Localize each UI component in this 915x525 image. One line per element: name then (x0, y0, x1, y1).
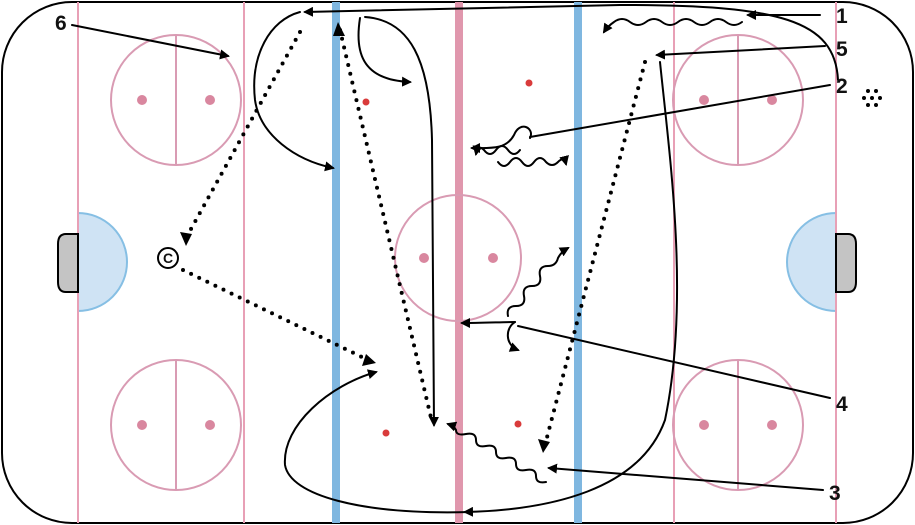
skate-path-4-curve (506, 321, 520, 352)
pass-arrow-1 (180, 232, 192, 246)
pass-arrow-4 (538, 439, 550, 453)
faceoff-circle-bottom-left (110, 359, 242, 491)
skate-path-tall-loop (364, 16, 439, 427)
label-pointer-2 (529, 84, 831, 138)
neutral-dot-tr (525, 79, 533, 87)
skate-path-5 (463, 61, 679, 517)
neutral-dot-bl (382, 429, 390, 437)
stickhandle-wave-3 (497, 155, 569, 167)
left-net (57, 233, 79, 293)
right-goal-crease (786, 211, 837, 313)
skate-path-2-curve (470, 125, 532, 154)
label-pointer-4 (517, 325, 831, 399)
pass-arrow-3 (333, 22, 345, 36)
neutral-dot-tl (362, 98, 370, 106)
pass-arrow-2 (362, 354, 376, 366)
label-pointer-5 (655, 45, 826, 60)
step-label-3: 3 (829, 482, 841, 505)
pass-line-coach (181, 268, 370, 362)
step-label-6: 6 (55, 12, 67, 35)
stickhandle-wave-2 (472, 145, 521, 156)
neutral-dot-br (514, 420, 522, 428)
stickhandle-wave-4 (506, 247, 570, 317)
step-label-2: 2 (836, 75, 848, 98)
stickhandle-wave-1 (602, 18, 743, 34)
skate-path-1 (303, 3, 839, 81)
coach-symbol: C (163, 250, 173, 266)
skate-path-1-return (253, 11, 335, 172)
pucks-icon (862, 89, 882, 107)
pass-line-top-left (184, 30, 302, 240)
coach-icon: C (157, 247, 179, 269)
skate-path-4-hook (460, 317, 516, 328)
step-label-4: 4 (836, 393, 848, 416)
skate-path-hook (357, 17, 412, 87)
faceoff-circle-bottom-right (672, 359, 804, 491)
skate-path-bottom-loop (283, 369, 471, 514)
step-label-5: 5 (836, 38, 848, 61)
step-label-1: 1 (836, 5, 848, 28)
left-goal-crease (77, 211, 128, 313)
right-net (835, 233, 857, 293)
pass-line-right (543, 60, 647, 447)
label-pointer-3 (547, 463, 824, 491)
stickhandle-wave-5 (446, 421, 547, 484)
label-pointer-6 (71, 24, 230, 60)
faceoff-circle-top-left (110, 34, 242, 166)
